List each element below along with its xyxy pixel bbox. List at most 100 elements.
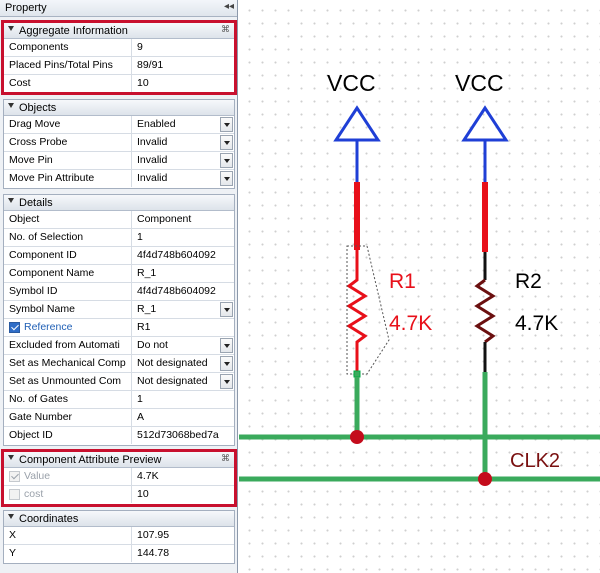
junction-dot bbox=[478, 472, 492, 486]
property-value: A bbox=[137, 411, 145, 423]
section-header-objects[interactable]: Objects bbox=[4, 100, 234, 116]
property-value: Invalid bbox=[137, 172, 168, 184]
property-key: Components bbox=[4, 39, 132, 56]
collapse-arrow-icon[interactable] bbox=[8, 26, 14, 31]
vcc1-power-arrow bbox=[333, 105, 381, 142]
dropdown-arrow-icon[interactable] bbox=[220, 135, 233, 150]
panel-title-bar: Property ◂◂ bbox=[0, 0, 237, 17]
highlight-aggregate-box bbox=[1, 20, 237, 95]
property-key: Drag Move bbox=[4, 116, 132, 133]
property-row-cross-probe[interactable]: Cross Probe Invalid bbox=[4, 134, 234, 152]
r2-resistor-body[interactable] bbox=[474, 278, 496, 344]
property-value: 144.78 bbox=[137, 547, 170, 559]
section-title: Coordinates bbox=[19, 513, 79, 525]
property-key: Value bbox=[4, 468, 132, 485]
property-value: Invalid bbox=[137, 154, 168, 166]
property-key: Gate Number bbox=[4, 409, 132, 426]
property-value: Enabled bbox=[137, 118, 176, 130]
pin-icon[interactable]: ⌘ bbox=[221, 453, 230, 463]
dropdown-arrow-icon[interactable] bbox=[220, 356, 233, 371]
section-title: Aggregate Information bbox=[19, 25, 128, 37]
property-key: Object ID bbox=[4, 427, 132, 444]
reference-checkbox[interactable] bbox=[9, 322, 20, 333]
property-value: 1 bbox=[137, 231, 143, 243]
cost-checkbox[interactable] bbox=[9, 489, 20, 500]
section-header-attribute-preview[interactable]: Component Attribute Preview ⌘ bbox=[4, 452, 234, 468]
property-row-value[interactable]: Value 4.7K bbox=[4, 468, 234, 486]
collapse-arrow-icon[interactable] bbox=[8, 198, 14, 203]
property-key: Cross Probe bbox=[4, 134, 132, 151]
property-value: Invalid bbox=[137, 136, 168, 148]
property-key: Cost bbox=[4, 75, 132, 92]
property-value: R_1 bbox=[137, 303, 157, 315]
collapse-arrow-icon[interactable] bbox=[8, 455, 14, 460]
dropdown-arrow-icon[interactable] bbox=[220, 171, 233, 186]
property-key: Symbol Name bbox=[4, 301, 132, 318]
r1-value-label[interactable]: 4.7K bbox=[389, 312, 433, 335]
property-row-no-of-selection[interactable]: No. of Selection 1 bbox=[4, 229, 234, 247]
value-checkbox[interactable] bbox=[9, 471, 20, 482]
net-label-clk2[interactable]: CLK2 bbox=[510, 450, 561, 472]
dropdown-arrow-icon[interactable] bbox=[220, 374, 233, 389]
property-value: 107.95 bbox=[137, 529, 170, 541]
dropdown-arrow-icon[interactable] bbox=[220, 302, 233, 317]
property-key: cost bbox=[4, 486, 132, 503]
dropdown-arrow-icon[interactable] bbox=[220, 153, 233, 168]
schematic-canvas[interactable]: VCC VCC R1 4.7K R2 4.7K CLK2 bbox=[239, 0, 600, 573]
property-value: Do not bbox=[137, 339, 168, 351]
section-header-details[interactable]: Details bbox=[4, 195, 234, 211]
collapse-arrow-icon[interactable] bbox=[8, 103, 14, 108]
pin-icon[interactable]: ⌘ bbox=[221, 24, 230, 34]
property-key: Set as Unmounted Com bbox=[4, 373, 132, 390]
property-value: Component bbox=[137, 213, 192, 225]
property-key: No. of Selection bbox=[4, 229, 132, 246]
property-key: Move Pin bbox=[4, 152, 132, 169]
property-row-cost[interactable]: Cost 10 bbox=[4, 75, 234, 93]
section-header-aggregate[interactable]: Aggregate Information ⌘ bbox=[4, 23, 234, 39]
collapse-arrow-icon[interactable] bbox=[8, 514, 14, 519]
property-row-y[interactable]: Y 144.78 bbox=[4, 545, 234, 563]
property-row-move-pin[interactable]: Move Pin Invalid bbox=[4, 152, 234, 170]
property-value: Not designated bbox=[137, 357, 208, 369]
dropdown-arrow-icon[interactable] bbox=[220, 338, 233, 353]
property-value: 4.7K bbox=[137, 470, 159, 482]
property-row-gate-number[interactable]: Gate Number A bbox=[4, 409, 234, 427]
property-value: R_1 bbox=[137, 267, 157, 279]
collapse-panel-icon[interactable]: ◂◂ bbox=[223, 1, 234, 12]
property-value: 1 bbox=[137, 393, 143, 405]
vcc1-label: VCC bbox=[327, 70, 376, 96]
r1-selection-outline bbox=[346, 245, 390, 375]
property-value: R1 bbox=[137, 321, 151, 333]
r1-resistor-body[interactable] bbox=[346, 250, 368, 374]
property-value: 10 bbox=[137, 77, 149, 89]
property-row-excluded-from-automation[interactable]: Excluded from Automati Do not bbox=[4, 337, 234, 355]
r1-selection-handle[interactable] bbox=[353, 370, 361, 378]
property-row-drag-move[interactable]: Drag Move Enabled bbox=[4, 116, 234, 134]
r2-reference-label[interactable]: R2 bbox=[515, 270, 542, 293]
dropdown-arrow-icon[interactable] bbox=[220, 117, 233, 132]
property-key: Y bbox=[4, 545, 132, 562]
r1-reference-label[interactable]: R1 bbox=[389, 270, 416, 293]
r2-value-label[interactable]: 4.7K bbox=[515, 312, 559, 335]
property-key: Excluded from Automati bbox=[4, 337, 132, 354]
property-key: Placed Pins/Total Pins bbox=[4, 57, 132, 74]
section-header-coordinates[interactable]: Coordinates bbox=[4, 511, 234, 527]
property-row-symbol-name[interactable]: Symbol Name R_1 bbox=[4, 301, 234, 319]
